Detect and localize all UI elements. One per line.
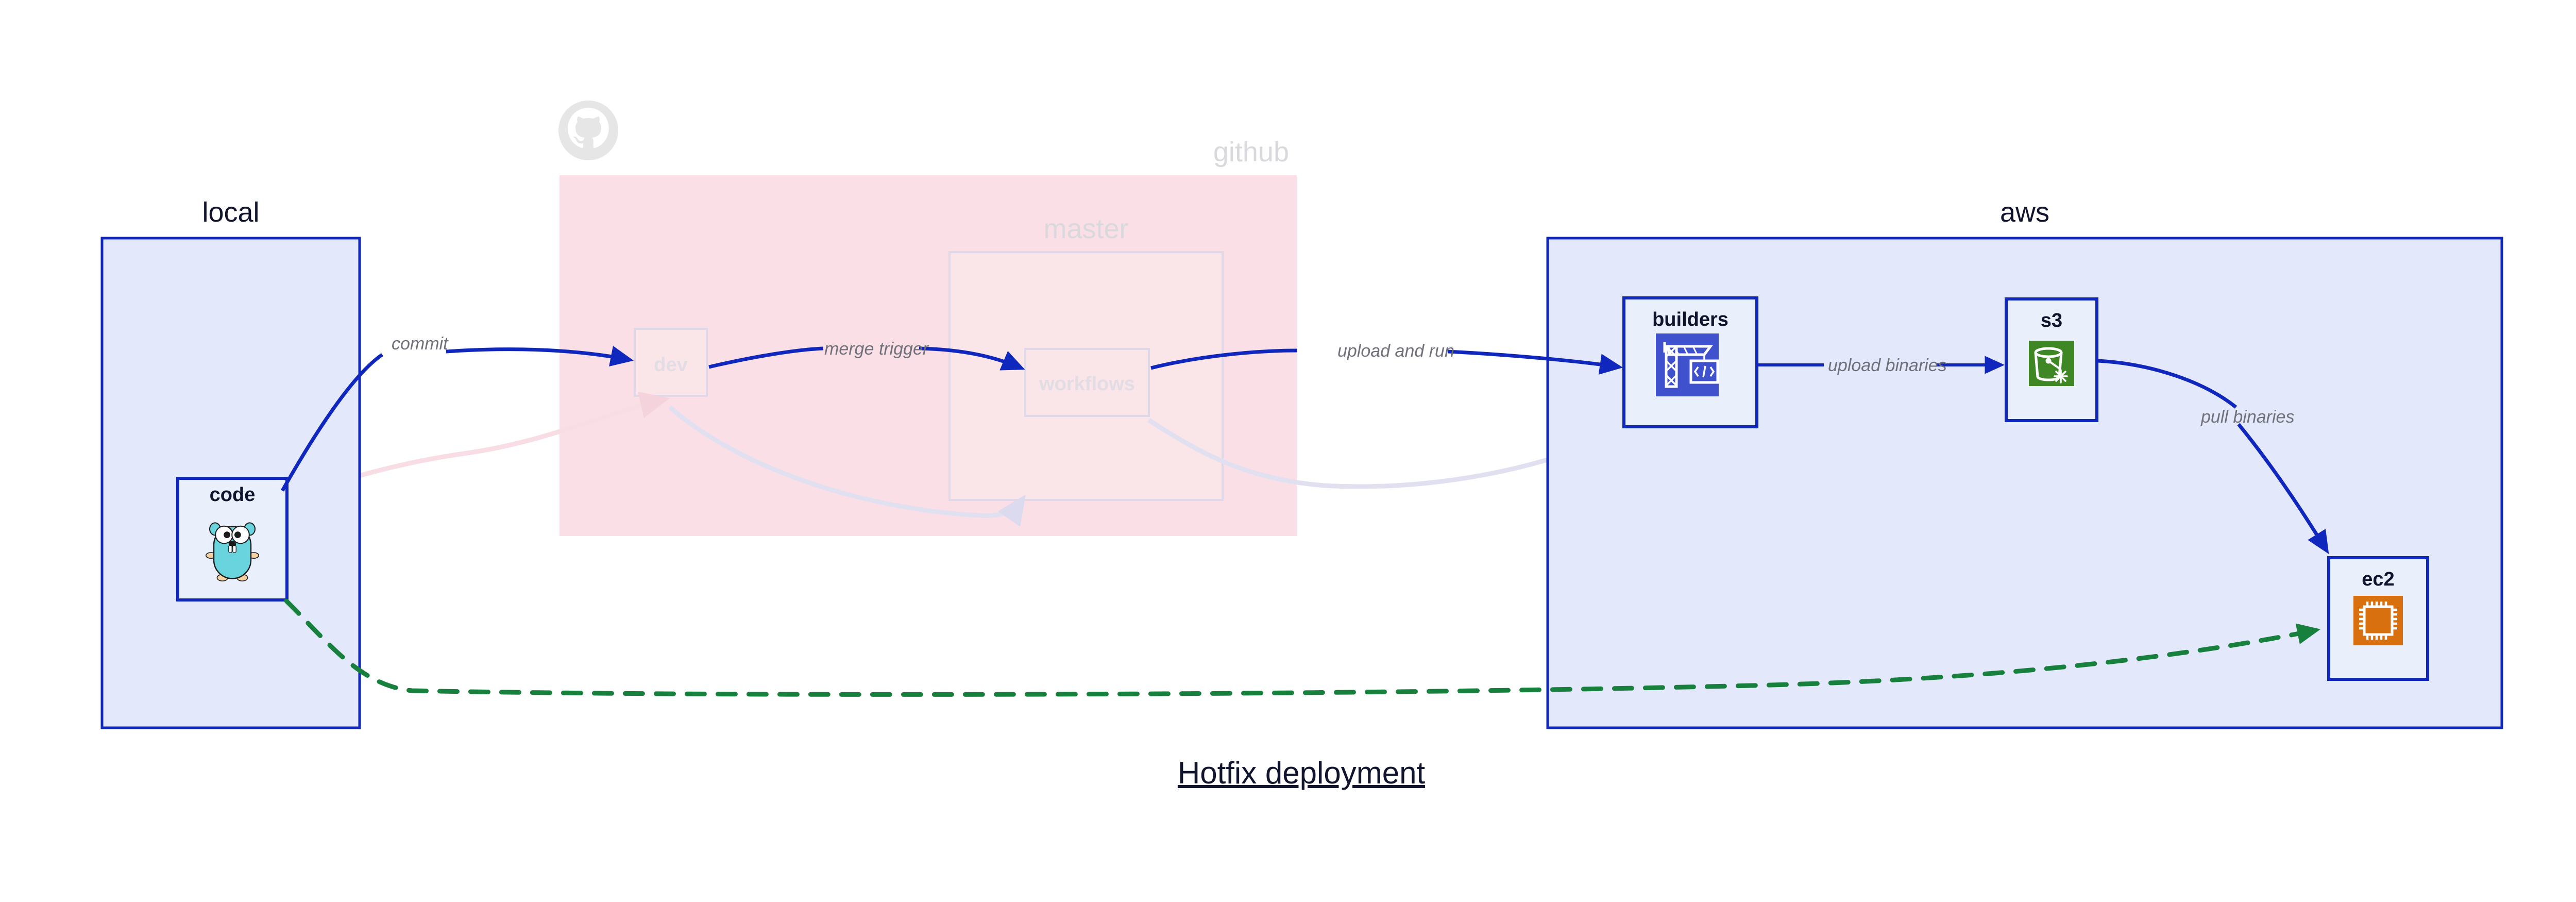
workflows-node-box[interactable] [1024, 348, 1150, 417]
edge-hotfix-direct [284, 598, 2321, 697]
node-code[interactable]: code [176, 477, 289, 602]
group-github: github master dev workflows [558, 101, 1297, 536]
edge-label-commit: commit [392, 334, 449, 354]
edge-label-upload-binaries: upload binaries [1828, 356, 1947, 375]
edge-commit-segment-a [280, 353, 383, 492]
node-s3[interactable]: s3 [2005, 297, 2098, 422]
edge-label-upload-and-run: upload and run [1337, 341, 1454, 361]
node-workflows[interactable]: workflows [1024, 348, 1150, 417]
edge-merge-trigger-segment-b [919, 346, 1025, 371]
node-label-ec2: ec2 [2362, 569, 2394, 590]
edge-pull-binaries-segment-b [2237, 423, 2329, 554]
node-label-s3: s3 [2041, 310, 2062, 331]
node-ec2[interactable]: ec2 [2327, 556, 2429, 681]
edge-pull-binaries-segment-a [2097, 359, 2238, 409]
node-builders[interactable]: builders [1622, 296, 1758, 428]
node-dev[interactable]: dev [634, 328, 708, 397]
node-label-workflows: workflows [1039, 373, 1135, 395]
aws-codebuild-icon [1656, 333, 1719, 396]
aws-s3-glacier-icon [2029, 341, 2074, 386]
github-octocat-icon [558, 101, 618, 160]
edge-label-pull-binaries: pull binaries [2200, 407, 2294, 427]
node-label-dev: dev [654, 354, 687, 376]
edge-label-merge-trigger: merge trigger [824, 339, 929, 359]
node-label-builders: builders [1652, 309, 1728, 330]
group-label-aws: aws [2000, 197, 2049, 228]
edge-faded-dev-to-workflows [668, 405, 1026, 527]
go-gopher-icon [205, 522, 260, 582]
page-title: Hotfix deployment [1178, 756, 1426, 790]
node-label-code: code [210, 484, 256, 506]
dev-node-box[interactable] [634, 328, 708, 397]
edge-upload-and-run-segment-a [1150, 348, 1298, 370]
group-local: local code [100, 197, 361, 729]
group-label-github: github [1213, 137, 1289, 168]
group-label-local: local [202, 197, 259, 228]
aws-ec2-icon [2353, 596, 2403, 645]
edge-commit-segment-b [446, 345, 634, 366]
edge-merge-trigger-segment-a [708, 346, 824, 369]
group-label-master: master [1043, 213, 1128, 244]
edge-upload-and-run-segment-b [1447, 349, 1623, 375]
group-aws: aws builders [1546, 197, 2503, 729]
primary-edges-layer: commit merge trigger upload and run uplo… [280, 334, 2329, 697]
